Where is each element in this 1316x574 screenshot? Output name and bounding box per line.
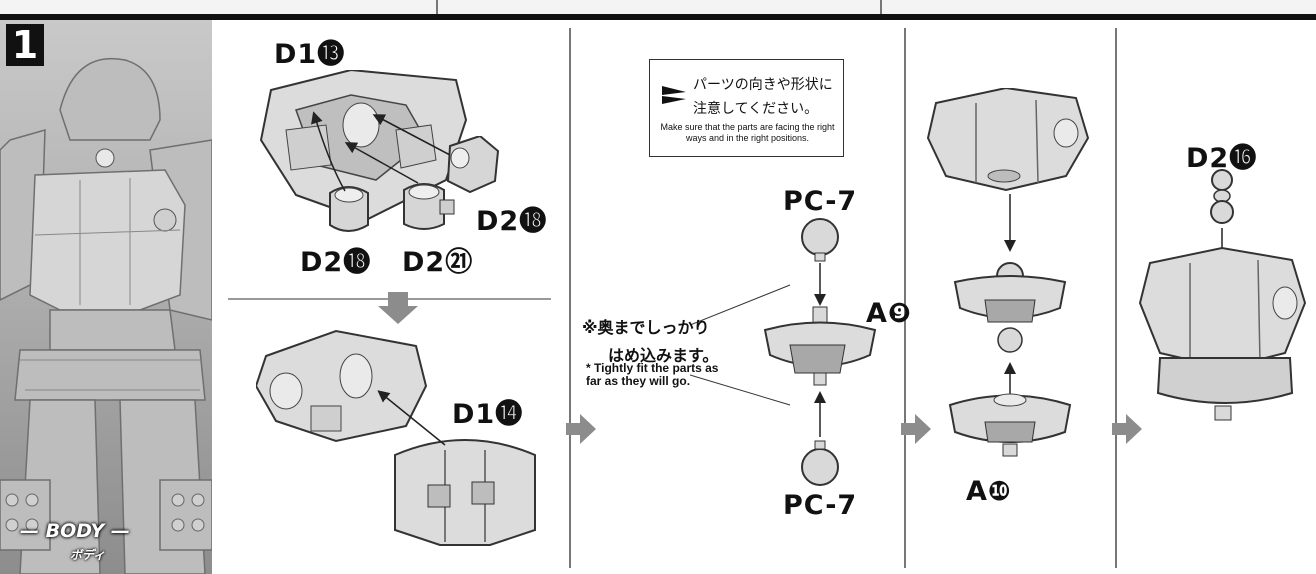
top-divider (436, 0, 438, 14)
column-divider (1115, 28, 1117, 568)
note-japanese-line1: パーツの向きや形状に (693, 77, 833, 93)
section-title: — BODY — (20, 520, 130, 542)
part-label-d2-18-left: D2⓲ (300, 247, 372, 278)
joint-part-d2-21 (403, 183, 455, 230)
part-label-pc7-bottom: PC-7 (783, 490, 858, 521)
upper-torso-part (926, 88, 1090, 192)
chest-armor-part (394, 439, 536, 546)
top-divider (880, 0, 882, 14)
robot-illustration (0, 57, 212, 574)
down-arrow-icon (378, 292, 418, 324)
caution-japanese-line1: ※奥までしっかり (582, 318, 710, 337)
assembly-arrow (377, 390, 446, 446)
caution-japanese-line2: はめ込みます。 (608, 346, 719, 365)
part-label-d2-21: D2㉑ (402, 247, 474, 278)
waist-assembly (948, 194, 1072, 457)
torso-frame-assembled (256, 329, 428, 443)
completed-body (1138, 169, 1307, 421)
right-arrow-icon (901, 414, 931, 444)
part-label-d1-14: D1⓮ (452, 399, 524, 430)
part-label-a9: A❾ (866, 298, 912, 329)
column-divider (569, 28, 571, 568)
part-label-d1-13: D1⓭ (274, 39, 346, 70)
right-arrow-icon (566, 414, 596, 444)
joint-part-d2-18 (329, 186, 369, 232)
part-label-d2-16: D2⓰ (1186, 143, 1258, 174)
part-label-a10: A❿ (966, 476, 1012, 507)
leader-lines (690, 284, 791, 406)
caution-english: * Tightly fit the parts as far as they w… (586, 361, 719, 388)
joint-part-d2-18 (446, 136, 500, 194)
arrow-pointer-icon (662, 86, 686, 104)
section-subtitle: ボディ (70, 548, 106, 562)
side-panel (0, 20, 212, 574)
column-divider (904, 28, 906, 568)
note-english: Make sure that the parts are facing the … (660, 122, 835, 143)
torso-frame-part (259, 70, 468, 222)
part-label-d2-18-right: D2⓲ (476, 206, 548, 237)
top-strip (0, 0, 1316, 20)
assembly-arrows (311, 111, 451, 192)
hip-joint-assembly (763, 218, 877, 486)
part-label-pc7-top: PC-7 (783, 186, 858, 217)
caution-note-box: パーツの向きや形状に 注意してください。 Make sure that the … (649, 59, 844, 157)
step-number-badge: 1 (6, 24, 44, 66)
right-arrow-icon (1112, 414, 1142, 444)
note-japanese-line2: 注意してください。 (693, 101, 819, 117)
